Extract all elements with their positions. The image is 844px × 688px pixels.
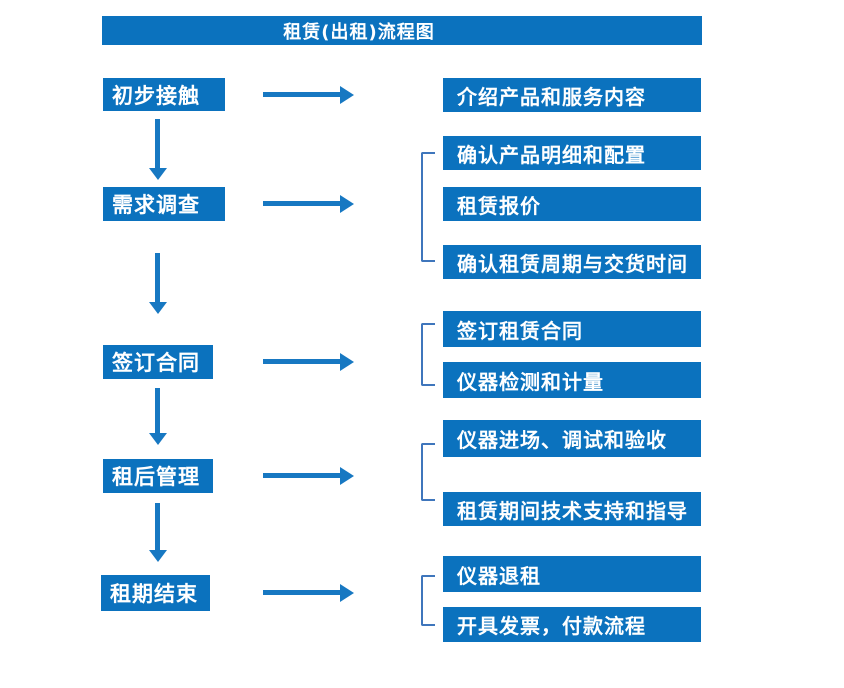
- right-arrow-2: [263, 195, 354, 213]
- step-label: 租后管理: [112, 465, 200, 489]
- down-arrow-3: [149, 388, 167, 445]
- arrow-head: [149, 550, 167, 562]
- title-banner: 租赁(出租)流程图: [102, 16, 702, 45]
- arrow-shaft: [263, 359, 341, 364]
- step-box-post-rental-management: 租后管理: [103, 459, 213, 493]
- down-arrow-2: [149, 253, 167, 314]
- arrow-head: [340, 195, 354, 213]
- detail-box-rental-quote: 租赁报价: [443, 187, 701, 221]
- bracket-rental-end-group: [421, 575, 435, 626]
- step-box-demand-survey: 需求调查: [103, 187, 225, 221]
- step-label: 签订合同: [112, 351, 200, 375]
- detail-label: 仪器进场、调试和验收: [457, 428, 667, 452]
- bracket-post-rental-group: [421, 443, 435, 501]
- step-box-rental-end: 租期结束: [101, 575, 210, 611]
- arrow-head: [340, 584, 354, 602]
- bracket-sign-contract-group: [421, 323, 435, 386]
- right-arrow-5: [263, 584, 354, 602]
- detail-label: 租赁期间技术支持和指导: [457, 498, 688, 523]
- detail-label: 仪器退租: [457, 563, 541, 588]
- detail-box-instrument-arrival-acceptance: 仪器进场、调试和验收: [443, 420, 701, 457]
- right-arrow-1: [263, 86, 354, 104]
- detail-label: 开具发票，付款流程: [457, 614, 646, 638]
- arrow-head: [149, 302, 167, 314]
- detail-label: 介绍产品和服务内容: [457, 84, 646, 109]
- detail-box-instrument-testing-metering: 仪器检测和计量: [443, 362, 701, 398]
- arrow-shaft: [263, 92, 341, 97]
- detail-label: 签订租赁合同: [457, 318, 583, 343]
- arrow-head: [340, 86, 354, 104]
- arrow-shaft: [263, 473, 341, 478]
- arrow-shaft: [155, 388, 160, 434]
- arrow-shaft: [155, 253, 160, 303]
- detail-box-intro-products-services: 介绍产品和服务内容: [443, 78, 701, 112]
- step-label: 初步接触: [112, 83, 200, 108]
- arrow-head: [340, 467, 354, 485]
- right-arrow-4: [263, 467, 354, 485]
- bracket-demand-survey-group: [421, 152, 435, 262]
- arrow-shaft: [263, 201, 341, 206]
- detail-box-confirm-rental-period-delivery: 确认租赁周期与交货时间: [443, 245, 701, 279]
- detail-box-instrument-return: 仪器退租: [443, 556, 701, 592]
- step-label: 需求调查: [112, 193, 200, 217]
- arrow-shaft: [155, 119, 160, 169]
- arrow-head: [149, 168, 167, 180]
- arrow-shaft: [155, 503, 160, 551]
- detail-box-sign-rental-contract: 签订租赁合同: [443, 311, 701, 347]
- detail-box-invoice-payment: 开具发票，付款流程: [443, 607, 701, 642]
- arrow-shaft: [263, 590, 341, 595]
- detail-box-rental-tech-support: 租赁期间技术支持和指导: [443, 492, 701, 526]
- arrow-head: [340, 353, 354, 371]
- detail-box-confirm-product-details: 确认产品明细和配置: [443, 136, 701, 170]
- detail-label: 仪器检测和计量: [457, 369, 604, 394]
- down-arrow-1: [149, 119, 167, 180]
- step-box-initial-contact: 初步接触: [103, 78, 225, 111]
- detail-label: 租赁报价: [457, 193, 541, 218]
- step-label: 租期结束: [110, 582, 198, 606]
- page-title: 租赁(出租)流程图: [283, 21, 435, 43]
- arrow-head: [149, 433, 167, 445]
- step-box-sign-contract: 签订合同: [103, 345, 213, 379]
- right-arrow-3: [263, 353, 354, 371]
- down-arrow-4: [149, 503, 167, 562]
- detail-label: 确认租赁周期与交货时间: [457, 251, 688, 276]
- detail-label: 确认产品明细和配置: [457, 142, 646, 167]
